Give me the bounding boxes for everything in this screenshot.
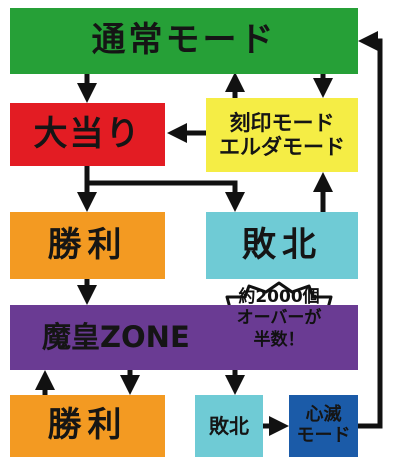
normal-mode-label: 通常モード xyxy=(91,20,277,61)
win-node-1: 勝利 xyxy=(10,212,165,279)
maou-zone-label: 魔皇ZONE xyxy=(42,319,190,354)
maou-zone-node: 魔皇ZONE xyxy=(10,305,358,370)
win-label-1: 勝利 xyxy=(47,224,128,265)
callout-line-2: オーバーが xyxy=(236,308,322,329)
big-win-label: 大当り xyxy=(33,113,142,154)
callout-text: 約2000個 オーバーが 半数！ xyxy=(214,283,344,355)
arrow-shinmetsu-to-normal xyxy=(358,31,383,429)
shinmetsu-mode-node: 心滅 モード xyxy=(289,395,358,457)
win-node-2: 勝利 xyxy=(10,395,165,457)
shinmetsu-mode-label: モード xyxy=(296,425,351,446)
normal-mode-node: 通常モード xyxy=(10,8,358,74)
arrow-bigwin-to-lose xyxy=(87,180,245,212)
win-label-2: 勝利 xyxy=(47,405,128,446)
elder-mode-label: エルダモード xyxy=(219,135,345,159)
lose-node-1: 敗北 xyxy=(206,212,358,279)
lose-label-1: 敗北 xyxy=(242,224,322,265)
kokuin-mode-label: 刻印モード xyxy=(229,110,335,135)
callout-line-1: 約2000個 xyxy=(238,287,320,308)
kokuin-elder-mode-node: 刻印モード エルダモード xyxy=(206,98,358,172)
lose-node-2: 敗北 xyxy=(195,395,263,457)
big-win-node: 大当り xyxy=(10,103,165,166)
callout-line-3: 半数！ xyxy=(253,329,305,350)
lose-label-2: 敗北 xyxy=(209,413,249,438)
shinmetsu-label: 心滅 xyxy=(305,404,342,426)
